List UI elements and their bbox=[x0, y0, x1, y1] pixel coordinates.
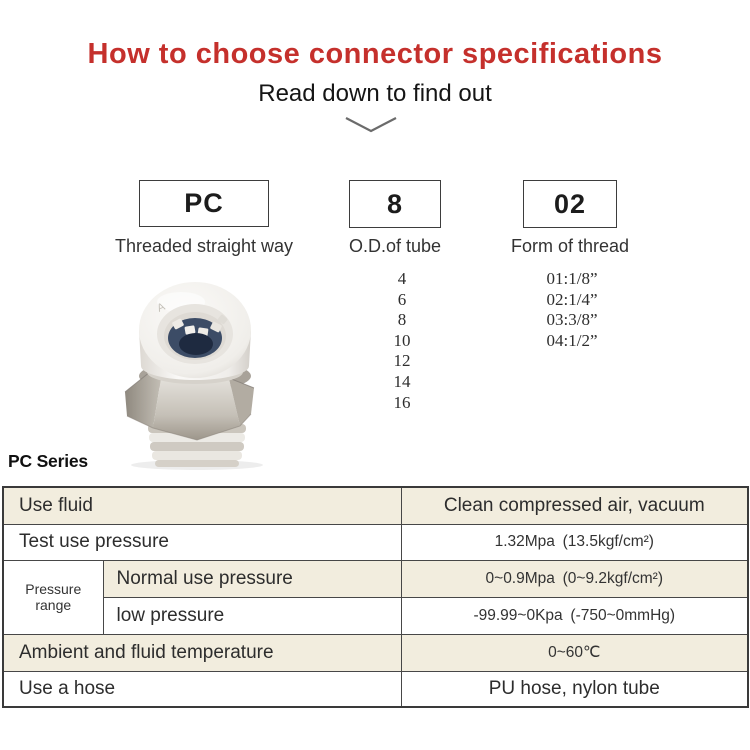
code-label-series: Threaded straight way bbox=[114, 236, 294, 256]
spec-row-normal-pressure: Pressure range Normal use pressure 0~0.9… bbox=[2, 559, 749, 635]
spec-label: Use fluid bbox=[2, 486, 402, 525]
thread-form-list: 01:1/8” 02:1/4” 03:3/8” 04:1/2” bbox=[482, 269, 662, 351]
code-value-series: PC bbox=[184, 188, 224, 218]
code-box-od: 8 bbox=[349, 180, 441, 228]
spec-label: Ambient and fluid temperature bbox=[2, 633, 402, 672]
series-heading: PC Series bbox=[8, 451, 88, 471]
spec-value: PU hose, nylon tube bbox=[400, 670, 749, 708]
code-value-thread: 02 bbox=[553, 188, 587, 219]
chevron-down-icon bbox=[345, 117, 397, 133]
spec-label: Use a hose bbox=[2, 670, 402, 708]
code-value-od: 8 bbox=[386, 188, 404, 219]
page-title: How to choose connector specifications bbox=[87, 38, 663, 70]
thread-option: 01:1/8” bbox=[546, 269, 598, 288]
page-subtitle: Read down to find out bbox=[258, 80, 492, 107]
spec-label: Normal use pressure bbox=[102, 559, 402, 598]
od-option: 8 bbox=[397, 310, 407, 330]
spec-value: 0~0.9Mpa (0~9.2kgf/cm²) bbox=[400, 559, 749, 598]
spec-label: Test use pressure bbox=[2, 523, 402, 561]
thread-option: 02:1/4” bbox=[546, 289, 598, 309]
thread-option: 04:1/2” bbox=[546, 330, 598, 350]
spec-row-hose: Use a hose PU hose, nylon tube bbox=[2, 670, 749, 708]
connector-photo: A bbox=[124, 282, 263, 470]
od-option: 12 bbox=[393, 351, 411, 371]
tube-od-list: 4 6 8 10 12 14 16 bbox=[342, 269, 462, 413]
spec-table: Use fluid Clean compressed air, vacuum T… bbox=[2, 486, 750, 708]
thread-option: 03:3/8” bbox=[546, 310, 598, 330]
spec-row-test-pressure: Test use pressure 1.32Mpa (13.5kgf/cm²) bbox=[2, 523, 749, 561]
spec-row-use-fluid: Use fluid Clean compressed air, vacuum bbox=[2, 486, 749, 525]
spec-row-low-pressure: low pressure -99.99~0Kpa (-750~0mmHg) bbox=[3, 596, 749, 635]
spec-value: 1.32Mpa (13.5kgf/cm²) bbox=[400, 523, 749, 561]
tube-bore bbox=[168, 314, 228, 358]
code-box-series: PC bbox=[139, 180, 269, 227]
od-option: 10 bbox=[393, 330, 411, 350]
od-option: 16 bbox=[393, 392, 411, 412]
od-option: 14 bbox=[393, 371, 411, 391]
code-label-thread: Form of thread bbox=[510, 236, 630, 256]
code-box-thread: 02 bbox=[523, 180, 617, 228]
spec-label: low pressure bbox=[102, 596, 402, 635]
code-label-od: O.D.of tube bbox=[348, 236, 442, 256]
spec-value: Clean compressed air, vacuum bbox=[400, 486, 749, 525]
spec-value: 0~60℃ bbox=[400, 633, 749, 672]
spec-table-wrap: Use fluid Clean compressed air, vacuum T… bbox=[2, 486, 750, 708]
od-option: 4 bbox=[397, 269, 407, 288]
spec-value: -99.99~0Kpa (-750~0mmHg) bbox=[400, 596, 749, 635]
spec-group-label: Pressure range bbox=[2, 559, 104, 635]
spec-row-temperature: Ambient and fluid temperature 0~60℃ bbox=[2, 633, 749, 672]
od-option: 6 bbox=[397, 289, 407, 309]
